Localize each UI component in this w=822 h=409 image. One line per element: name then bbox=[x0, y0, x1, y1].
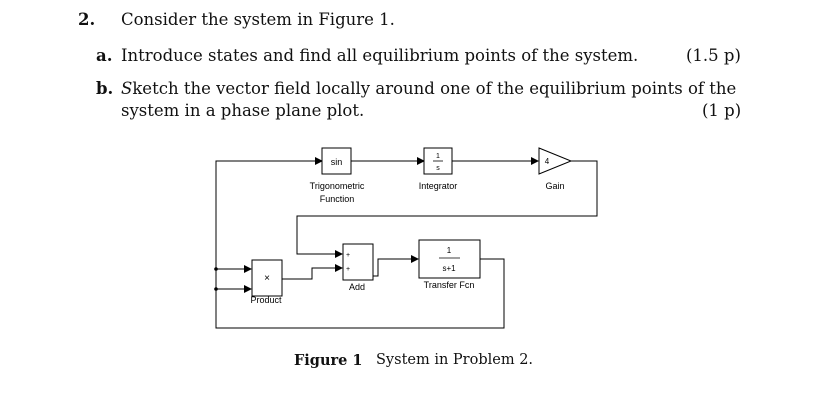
product-block bbox=[251, 259, 283, 297]
part-a-text: Introduce states and find all equilibriu… bbox=[121, 46, 639, 65]
wire-add-to-tf bbox=[373, 255, 419, 277]
tf-den: s+1 bbox=[442, 264, 456, 273]
product-caption: Product bbox=[250, 295, 282, 305]
problem-intro: Consider the system in Figure 1. bbox=[121, 10, 395, 29]
sin-caption-2: Function bbox=[320, 194, 355, 204]
gain-caption: Gain bbox=[545, 181, 564, 191]
add-sign-2: + bbox=[346, 266, 350, 273]
transfer-fcn-block bbox=[418, 239, 481, 279]
integrator-num: 1 bbox=[436, 153, 440, 160]
part-b-rest: ketch the vector field locally around on… bbox=[132, 79, 737, 98]
sin-block bbox=[321, 147, 352, 175]
part-b-label: b. bbox=[96, 79, 114, 98]
junction-dot-2 bbox=[214, 287, 218, 291]
add-block bbox=[342, 243, 374, 281]
integrator-den: s bbox=[436, 165, 440, 172]
part-b-text-line1: Sketch the vector field locally around o… bbox=[121, 79, 736, 98]
gain-value: 4 bbox=[545, 157, 550, 166]
tf-caption: Transfer Fcn bbox=[424, 280, 475, 290]
wire-gain-to-add bbox=[296, 160, 598, 258]
wire-product-to-add bbox=[282, 264, 343, 280]
integrator-caption: Integrator bbox=[419, 181, 458, 191]
add-sign-1: + bbox=[346, 252, 350, 259]
part-b-points: (1 p) bbox=[702, 101, 742, 120]
sin-block-label: sin bbox=[331, 157, 343, 167]
gain-block bbox=[538, 147, 573, 175]
figure-label: Figure 1 bbox=[294, 352, 363, 369]
wire-left-rail bbox=[215, 258, 505, 329]
product-symbol: × bbox=[264, 273, 270, 284]
wire-feedback-to-sin bbox=[215, 157, 323, 261]
part-a-label: a. bbox=[96, 46, 113, 65]
part-a-points: (1.5 p) bbox=[686, 46, 741, 65]
tf-num: 1 bbox=[447, 246, 452, 255]
problem-number: 2. bbox=[78, 10, 96, 29]
figure-caption: System in Problem 2. bbox=[376, 352, 534, 368]
part-b-initial: S bbox=[121, 79, 133, 98]
sin-caption-1: Trigonometric bbox=[310, 181, 365, 191]
junction-dot-1 bbox=[214, 267, 218, 271]
part-b-text-line2: system in a phase plane plot. bbox=[121, 101, 365, 120]
add-caption: Add bbox=[349, 282, 365, 292]
